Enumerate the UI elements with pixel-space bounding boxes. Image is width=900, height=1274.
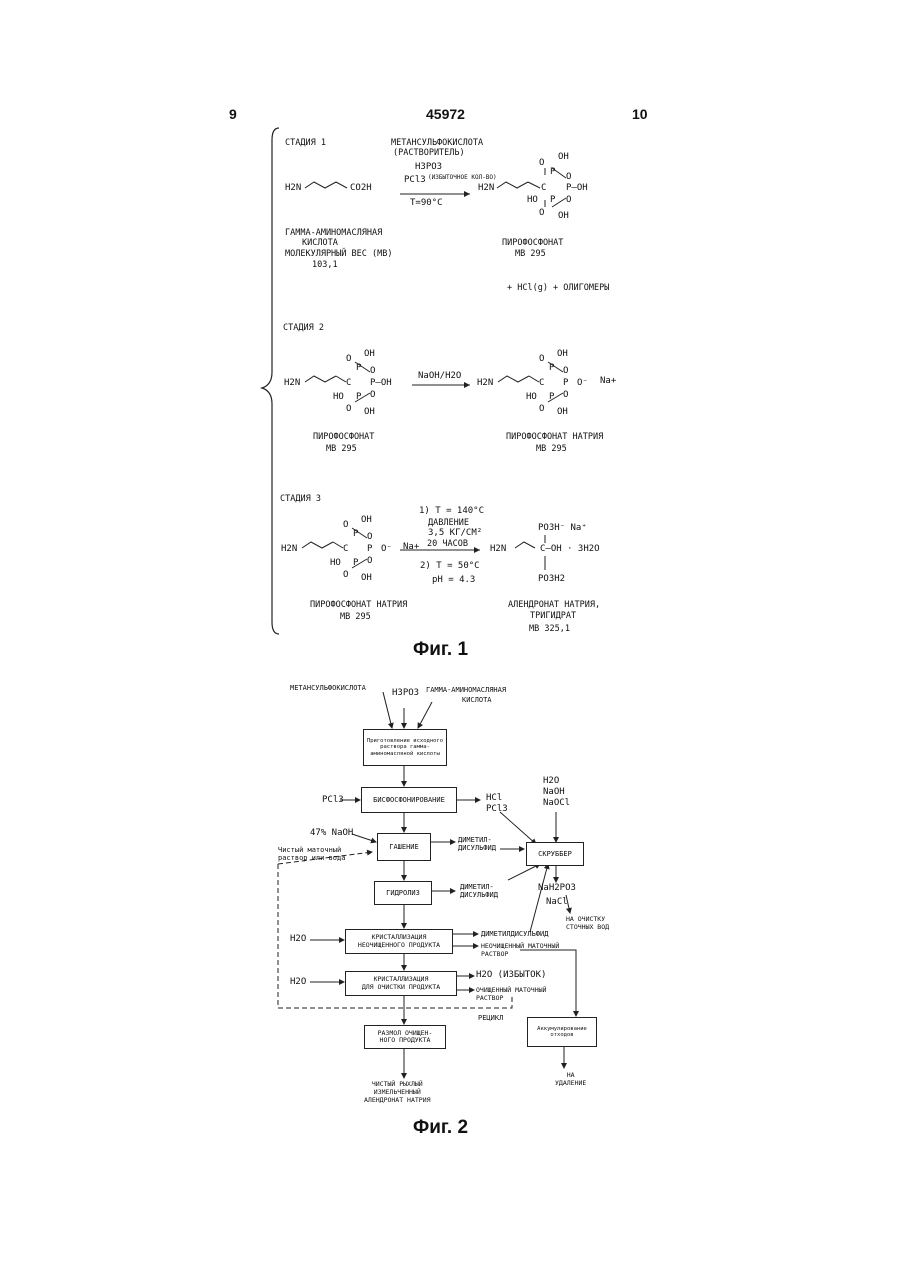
dimethyl-disulfide-2-b: ДИСУЛЬФИД (460, 891, 498, 899)
to-disposal-line1: НА (567, 1071, 575, 1079)
crude-liquor-line1: НЕОЧИЩЕННЫЙ МАТОЧНЫЙ (481, 942, 559, 950)
dimethyl-disulfide-3: ДИМЕТИЛДИСУЛЬФИД (481, 929, 548, 940)
box-bisphosphonation-label: БИСФОСФОНИРОВАНИЕ (373, 796, 445, 804)
box-scrubber-label: СКРУББЕР (538, 850, 572, 858)
box-crude-crystallization: КРИСТАЛЛИЗАЦИЯНЕОЧИЩЕННОГО ПРОДУКТА (345, 929, 453, 954)
scrubber-out-nacl: NaCl (546, 897, 568, 907)
figure2-caption: Фиг. 2 (413, 1117, 468, 1139)
dimethyl-disulfide-1-b: ДИСУЛЬФИД (458, 844, 496, 852)
input-msa: МЕТАНСУЛЬФОКИСЛОТА (290, 683, 366, 694)
output-pcl3: PCl3 (486, 804, 508, 814)
input-h3po3: H3PO3 (392, 688, 419, 698)
h2o-excess: H2O (ИЗБЫТОК) (476, 970, 546, 980)
input-47-naoh: 47% NaOH (310, 828, 353, 838)
box-prep-solution: Приготовление исходного раствора гамма-а… (363, 729, 447, 766)
pure-liquor-line2: РАСТВОР (476, 994, 503, 1002)
box-waste-accumulation: Аккумулирование отходов (527, 1017, 597, 1047)
scrubber-in-naoh: NaOH (543, 787, 565, 797)
pure-liquor-line1: ОЧИЩЕННЫЙ МАТОЧНЫЙ (476, 986, 546, 994)
box-hydrolysis-label: ГИДРОЛИЗ (386, 889, 420, 897)
dimethyl-disulfide-1-a: ДИМЕТИЛ- (458, 836, 492, 844)
purified-mother-liquor: ОЧИЩЕННЫЙ МАТОЧНЫЙРАСТВОР (476, 986, 546, 1002)
final-product-line3: АЛЕНДРОНАТ НАТРИЯ (364, 1096, 431, 1104)
to-disposal-line2: УДАЛЕНИЕ (555, 1079, 586, 1087)
clean-liquor-line1: Чистый маточный (278, 846, 341, 854)
crude-mother-liquor: НЕОЧИЩЕННЫЙ МАТОЧНЫЙРАСТВОР (481, 942, 559, 958)
dimethyl-disulfide-2-a: ДИМЕТИЛ- (460, 883, 494, 891)
h2o-input-a: H2O (290, 934, 306, 944)
box-grinding-line2: НОГО ПРОДУКТА (380, 1036, 431, 1044)
to-wastewater: НА ОЧИСТКУСТОЧНЫХ ВОД (566, 915, 609, 931)
crude-liquor-line2: РАСТВОР (481, 950, 508, 958)
to-disposal: НАУДАЛЕНИЕ (555, 1071, 586, 1087)
to-wastewater-line2: СТОЧНЫХ ВОД (566, 923, 609, 931)
h2o-input-b: H2O (290, 977, 306, 987)
box-waste-label: Аккумулирование отходов (528, 1026, 596, 1039)
output-hcl: HCl (486, 793, 502, 803)
box-bisphosphonation: БИСФОСФОНИРОВАНИЕ (361, 787, 457, 813)
box-crude-cryst-line2: НЕОЧИЩЕННОГО ПРОДУКТА (358, 941, 440, 949)
box-quench: ГАШЕНИЕ (377, 833, 431, 861)
scrubber-in-h2o: H2O (543, 776, 559, 786)
dimethyl-disulfide-2: ДИМЕТИЛ-ДИСУЛЬФИД (460, 883, 498, 899)
input-gaba2: КИСЛОТА (462, 695, 492, 706)
box-quench-label: ГАШЕНИЕ (389, 843, 419, 851)
box-scrubber: СКРУББЕР (526, 842, 584, 866)
scrubber-out-nah2po3: NaH2PO3 (538, 883, 576, 893)
final-product-line1: ЧИСТЫЙ РЫХЛЫЙ (372, 1080, 423, 1088)
box-grinding: РАЗМОЛ ОЧИЩЕН-НОГО ПРОДУКТА (364, 1025, 446, 1049)
final-product-line2: ИЗМЕЛЬЧЕННЫЙ (374, 1088, 421, 1096)
to-wastewater-line1: НА ОЧИСТКУ (566, 915, 605, 923)
recycle-label: РЕЦИКЛ (478, 1013, 503, 1024)
box-prep-solution-label: Приготовление исходного раствора гамма-а… (364, 738, 446, 758)
clean-liquor-line2: раствор или вода (278, 854, 345, 862)
box-purification-crystallization: КРИСТАЛЛИЗАЦИЯДЛЯ ОЧИСТКИ ПРОДУКТА (345, 971, 457, 996)
final-product: ЧИСТЫЙ РЫХЛЫЙИЗМЕЛЬЧЕННЫЙАЛЕНДРОНАТ НАТР… (364, 1080, 431, 1104)
pcl3-input: PCl3 (322, 795, 344, 805)
box-purif-cryst-line2: ДЛЯ ОЧИСТКИ ПРОДУКТА (362, 983, 440, 991)
scrubber-in-naocl: NaOCl (543, 798, 570, 808)
dimethyl-disulfide-1: ДИМЕТИЛ-ДИСУЛЬФИД (458, 836, 496, 852)
box-hydrolysis: ГИДРОЛИЗ (374, 881, 432, 905)
clean-mother-liquor: Чистый маточныйраствор или вода (278, 846, 345, 862)
